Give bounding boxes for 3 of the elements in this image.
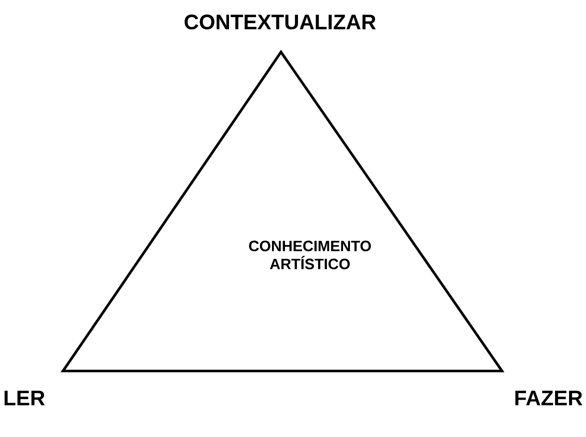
vertex-label: FAZER bbox=[515, 390, 582, 406]
vertex-label: CONTEXTUALIZAR bbox=[184, 14, 376, 30]
vertex-label: LER bbox=[4, 390, 45, 406]
